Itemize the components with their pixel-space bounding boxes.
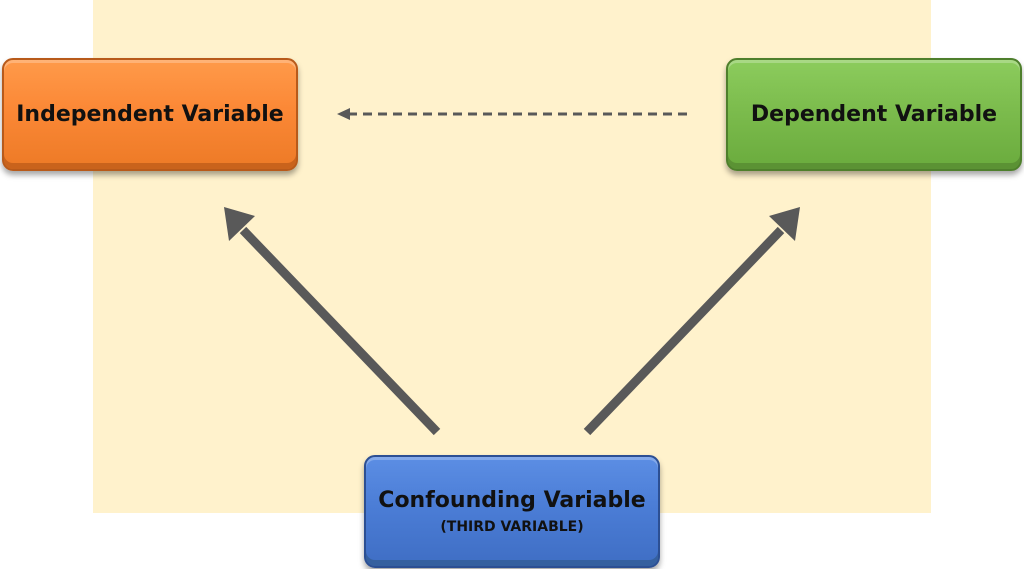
confounding-variable-sublabel: (THIRD VARIABLE) (440, 519, 584, 535)
confounding-variable-label: Confounding Variable (378, 488, 646, 513)
dashed-arrow-head (337, 108, 350, 120)
right-arrow-head (769, 207, 800, 241)
independent-variable-node: Independent Variable (2, 58, 298, 171)
dependent-variable-node: Dependent Variable (726, 58, 1022, 171)
left-arrow-shaft (239, 226, 441, 436)
right-arrow-shaft (583, 226, 785, 436)
confounding-variable-node: Confounding Variable (THIRD VARIABLE) (364, 455, 660, 568)
edge-confounding-to-dependent (583, 207, 800, 436)
independent-variable-label: Independent Variable (16, 102, 284, 127)
left-arrow-head (224, 207, 255, 241)
edge-dependent-to-independent (337, 108, 687, 120)
dependent-variable-label: Dependent Variable (750, 102, 998, 127)
edge-confounding-to-independent (224, 207, 441, 436)
